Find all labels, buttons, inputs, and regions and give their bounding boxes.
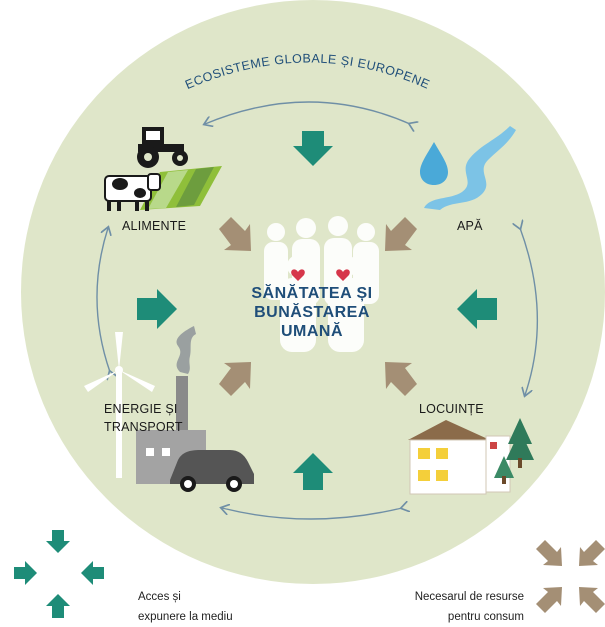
food-icon (104, 127, 222, 211)
connector-housing-energy (222, 508, 402, 520)
legend-resources-text: Necesarul de resurse pentru consum (372, 587, 524, 627)
legend-access-line2: expunere la mediu (138, 611, 233, 623)
tractor-icon (137, 127, 188, 168)
label-energy-line1: ENERGIE ȘI (104, 402, 178, 416)
legend-access-icon (14, 530, 104, 618)
arrow-bottom (293, 453, 333, 490)
factory-icon (136, 326, 206, 484)
energy-icon (84, 326, 254, 492)
heart-icons (291, 269, 350, 281)
cycle-connectors (96, 101, 539, 520)
center-title: SĂNĂTATEA ȘI BUNĂSTAREA UMANĂ (240, 284, 384, 341)
arrow-top (293, 131, 333, 166)
label-housing: LOCUINȚE (419, 402, 484, 416)
water-icon (420, 126, 516, 210)
access-arrows (137, 131, 497, 490)
connector-food-water (205, 101, 410, 124)
connector-energy-food (96, 228, 110, 372)
label-energy-line2: TRANSPORT (104, 420, 183, 434)
car-icon (170, 450, 254, 492)
arrow-right (457, 289, 497, 329)
label-water: APĂ (457, 219, 483, 233)
center-title-line2: BUNĂSTAREA (254, 304, 370, 321)
legend-resources-line2: pentru consum (447, 611, 524, 623)
center-title-line3: UMANĂ (280, 323, 344, 340)
legend-access-line1: Acces și (138, 591, 181, 603)
legend-access-text: Acces și expunere la mediu (138, 587, 233, 627)
arrow-diag-bl (219, 362, 251, 396)
people-icon (264, 216, 379, 352)
resource-arrows (219, 217, 417, 396)
arrow-diag-tr (385, 217, 417, 251)
connector-water-housing (520, 228, 539, 395)
label-food: ALIMENTE (122, 219, 187, 233)
cow-icon (104, 173, 161, 211)
wind-turbine-icon (84, 332, 155, 478)
housing-icon (408, 418, 534, 495)
arrow-diag-br (385, 362, 417, 396)
center-title-line1: SĂNĂTATEA ȘI (251, 285, 373, 302)
arrow-diag-tl (219, 217, 251, 251)
arrow-left (137, 289, 177, 329)
legend-resources-icon (536, 540, 605, 613)
legend-resources-line1: Necesarul de resurse (414, 591, 524, 603)
